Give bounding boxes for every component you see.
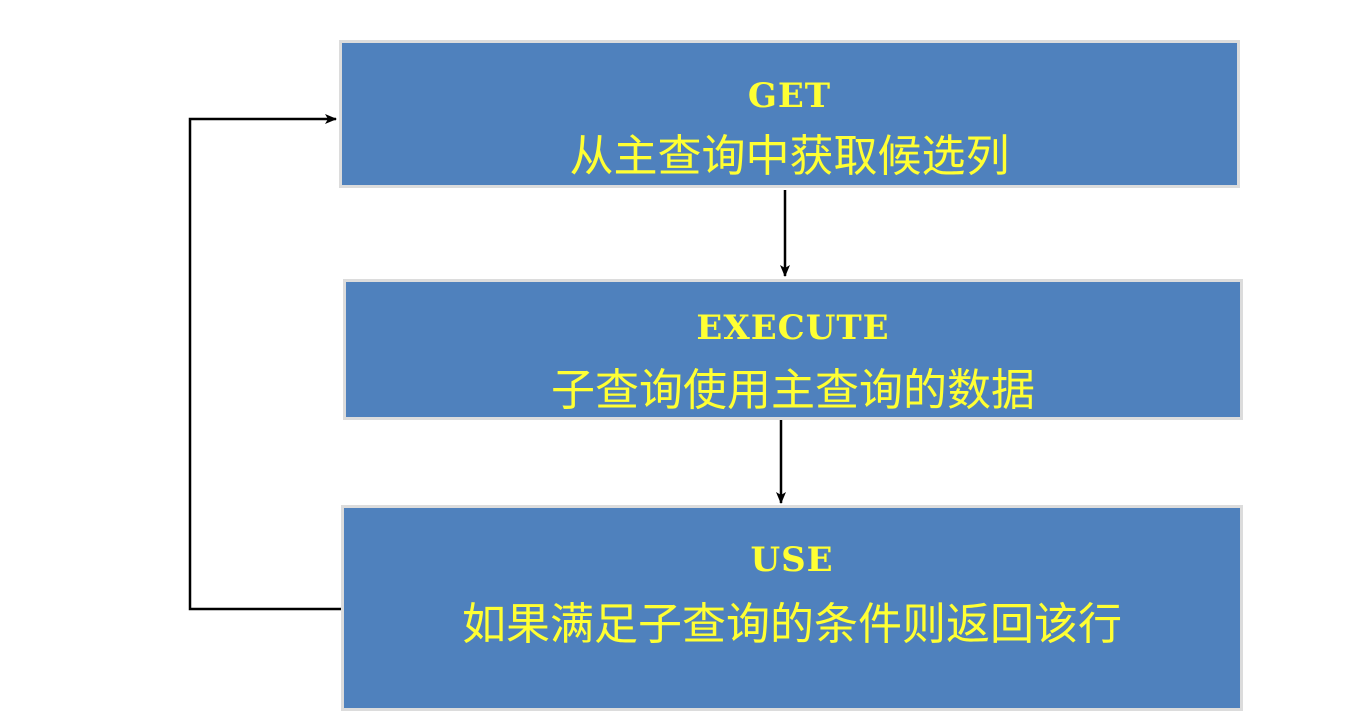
step-get-description: 从主查询中获取候选列 — [569, 131, 1010, 182]
step-execute-box: EXECUTE 子查询使用主查询的数据 — [346, 282, 1240, 417]
step-get-keyword: GET — [747, 76, 832, 116]
step-execute-description: 子查询使用主查询的数据 — [551, 365, 1035, 416]
step-use-keyword: USE — [750, 540, 834, 580]
step-execute-keyword: EXECUTE — [696, 308, 890, 348]
step-use-description: 如果满足子查询的条件则返回该行 — [462, 599, 1122, 650]
step-use-box: USE 如果满足子查询的条件则返回该行 — [344, 508, 1240, 708]
arrow-use-loop-to-get — [188, 114, 342, 611]
step-get-box: GET 从主查询中获取候选列 — [342, 43, 1237, 185]
